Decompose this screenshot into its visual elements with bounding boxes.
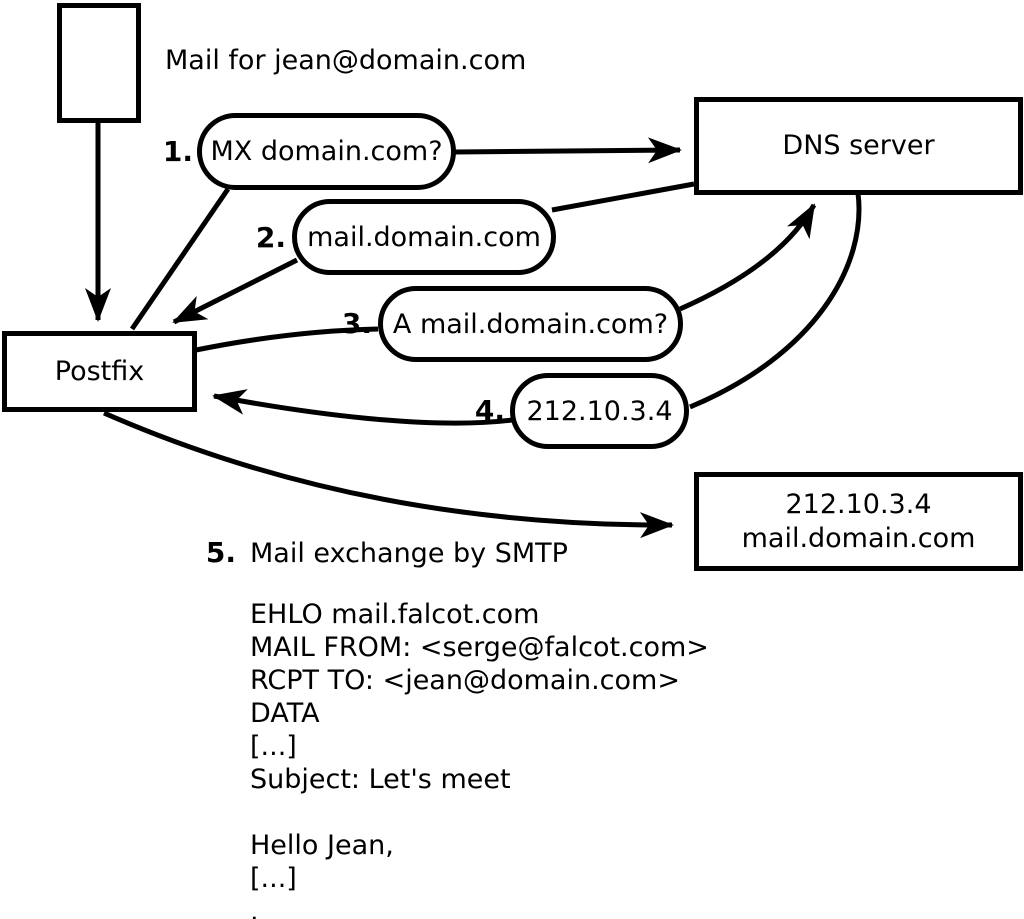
line-postfix-to-query3 xyxy=(195,326,379,353)
step3-query-pill: A mail.domain.com? xyxy=(378,286,683,362)
smtp-session-transcript: EHLO mail.falcot.com MAIL FROM: <serge@f… xyxy=(250,599,709,919)
step5-number: 5. xyxy=(205,536,236,569)
step1-number: 1. xyxy=(162,135,193,168)
arrow-smtp-postfix-to-mailserver xyxy=(102,410,674,539)
line-postfix-to-query1 xyxy=(129,187,231,331)
mail-server-box: 212.10.3.4 mail.domain.com xyxy=(694,472,1023,571)
step4-number: 4. xyxy=(474,394,505,427)
line-dns-to-response4 xyxy=(689,192,862,410)
arrow-query3-to-dns xyxy=(678,203,817,312)
arrow-response2-to-postfix xyxy=(172,257,299,325)
dns-server-box: DNS server xyxy=(694,97,1023,195)
step2-number: 2. xyxy=(255,221,286,254)
step3-number: 3. xyxy=(341,307,372,340)
arrow-response4-to-postfix xyxy=(212,389,513,426)
mail-caption: Mail for jean@domain.com xyxy=(165,45,527,76)
step1-query-pill: MX domain.com? xyxy=(197,113,456,190)
step4-response-pill: 212.10.3.4 xyxy=(510,373,689,449)
postfix-box: Postfix xyxy=(2,331,197,412)
mail-message-shape xyxy=(57,3,141,123)
step2-response-pill: mail.domain.com xyxy=(292,199,556,275)
mail-server-ip: 212.10.3.4 xyxy=(785,488,932,520)
mail-server-hostname: mail.domain.com xyxy=(741,522,976,554)
arrow-query1-to-dns xyxy=(454,137,682,164)
step5-caption: Mail exchange by SMTP xyxy=(250,538,568,569)
line-dns-to-response2 xyxy=(551,181,695,213)
